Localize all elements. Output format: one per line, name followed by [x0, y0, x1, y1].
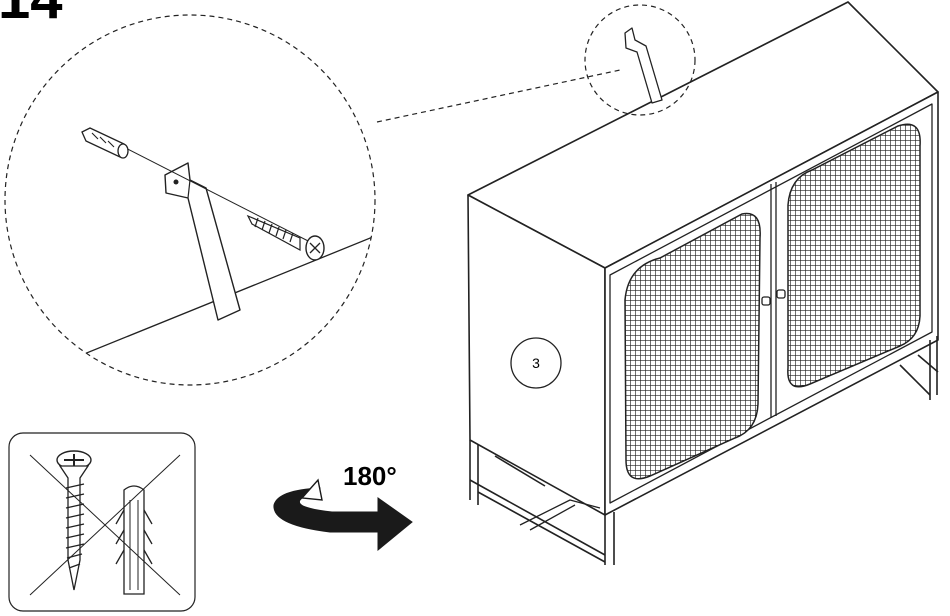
detail-magnifier [4, 14, 621, 386]
warning-box [8, 432, 196, 612]
screw-icon [56, 450, 92, 591]
wall-anchor-icon [115, 485, 153, 595]
screw-icon [246, 214, 325, 261]
wall-anchor-icon [81, 127, 129, 159]
rotation-label: 180° [343, 461, 397, 491]
door-panel-right [787, 123, 921, 388]
cross-out-mark [29, 454, 181, 596]
detail-callout-circle [584, 4, 696, 116]
wall-bracket [164, 162, 241, 321]
door-panel-left [624, 212, 761, 480]
part-number-label: 3 [532, 355, 540, 371]
door-knobs [761, 289, 786, 306]
rotate-arrow-icon [273, 478, 413, 552]
step-number: 14 [0, 0, 63, 31]
part-number-badge: 3 [510, 337, 562, 389]
